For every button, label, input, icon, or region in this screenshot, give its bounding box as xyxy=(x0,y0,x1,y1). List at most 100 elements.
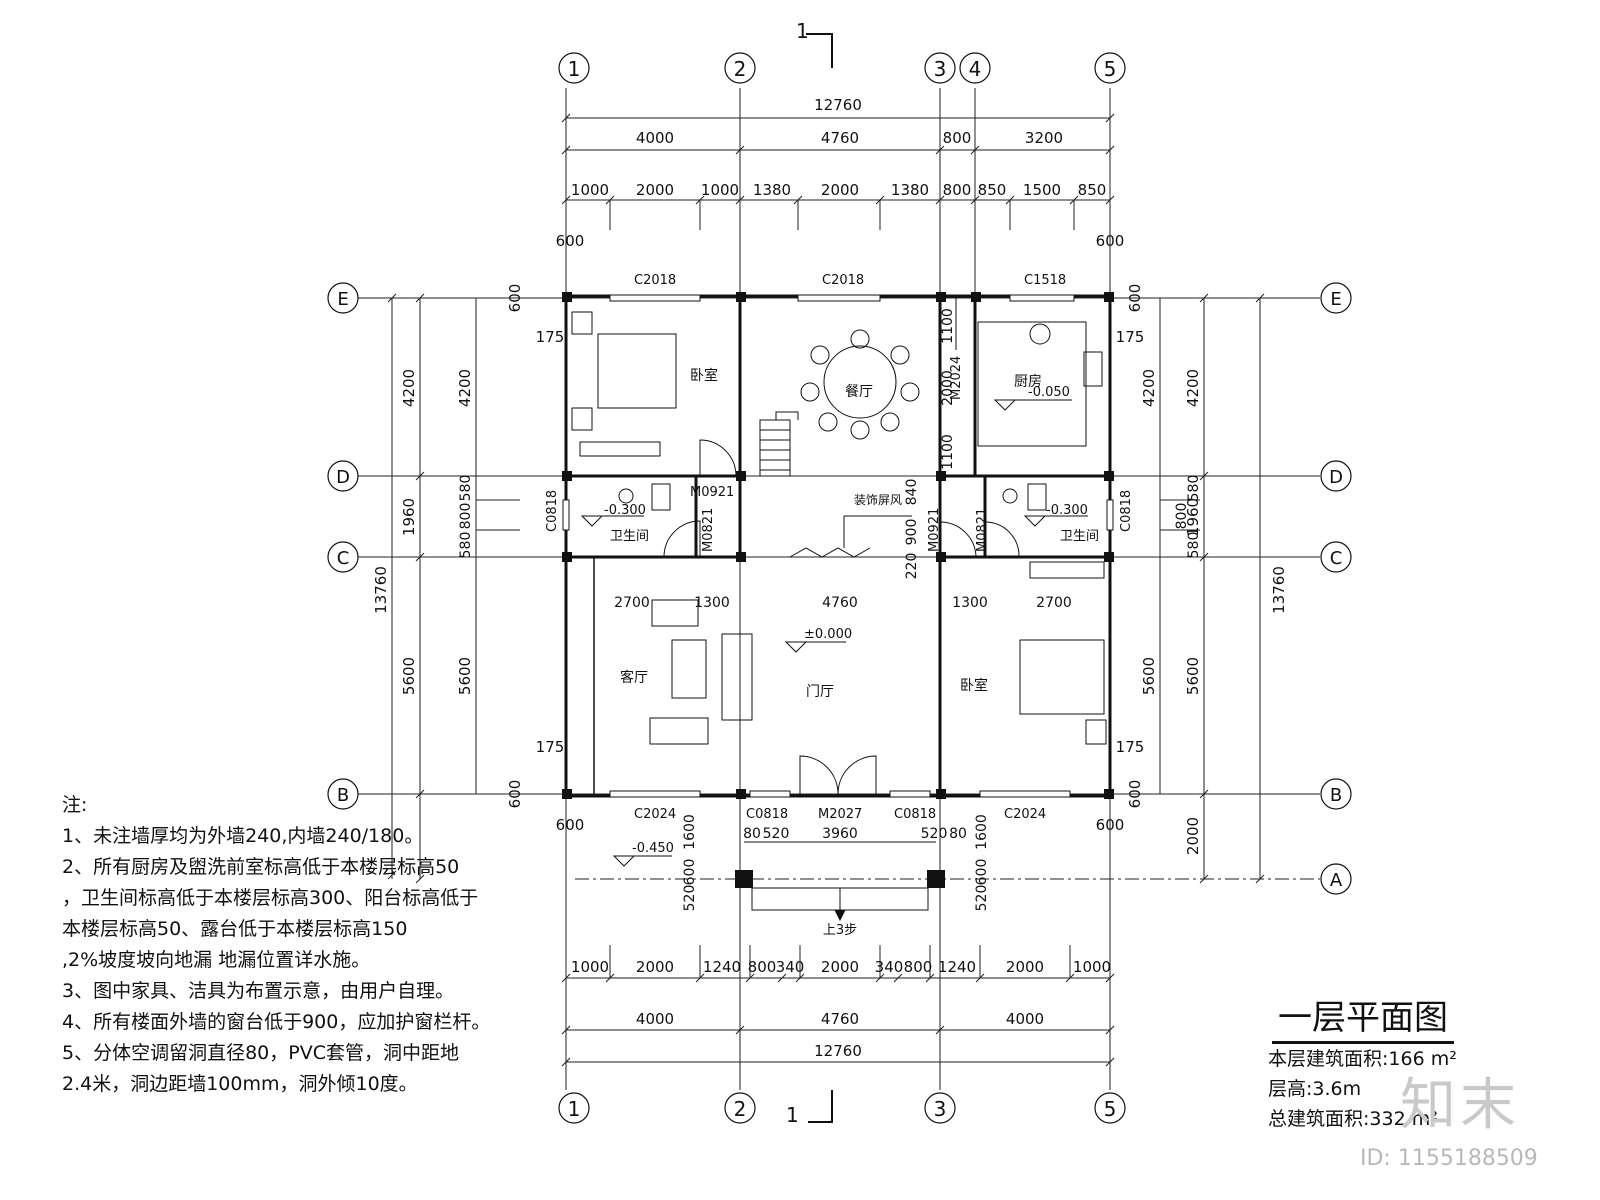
porch xyxy=(744,841,936,922)
svg-text:4760: 4760 xyxy=(821,129,859,147)
floor-height-label: 层高:3.6m xyxy=(1268,1078,1362,1100)
svg-text:2000: 2000 xyxy=(636,958,674,976)
vertical-small-dims: 1600 600 520 1600 600 520 1100 2000 1100… xyxy=(458,308,1202,911)
windows xyxy=(562,294,1114,798)
svg-text:13760: 13760 xyxy=(372,566,390,614)
svg-text:220: 220 xyxy=(904,553,920,580)
screen-label: 装饰屏风 xyxy=(854,493,902,507)
svg-text:C2018: C2018 xyxy=(822,273,864,288)
svg-text:600: 600 xyxy=(1096,232,1125,250)
svg-text:1: 1 xyxy=(568,1097,581,1121)
svg-text:580: 580 xyxy=(458,475,474,502)
svg-text:1600: 1600 xyxy=(682,814,698,850)
svg-text:5: 5 xyxy=(1104,57,1117,81)
coffee-table-icon xyxy=(671,639,707,699)
bed-icon xyxy=(1019,639,1105,715)
note-line: 本楼层标高50、露台低于本楼层标高150 xyxy=(62,918,408,940)
section-marker-bottom: 1 xyxy=(786,1090,833,1127)
svg-text:C: C xyxy=(337,548,350,569)
room-label-kitchen: 厨房 xyxy=(1014,374,1042,390)
svg-text:1: 1 xyxy=(786,1103,799,1127)
svg-text:2: 2 xyxy=(734,1097,747,1121)
svg-text:C2018: C2018 xyxy=(634,273,676,288)
area-stats: 本层建筑面积:166 m² 层高:3.6m 总建筑面积:332 m² xyxy=(1268,1044,1457,1134)
svg-text:12760: 12760 xyxy=(814,1042,862,1060)
note-line: 5、分体空调留洞直径80，PVC套管，洞中距地 xyxy=(62,1042,459,1064)
svg-text:4200: 4200 xyxy=(1184,369,1202,407)
svg-text:175: 175 xyxy=(536,328,565,346)
notes-heading: 注: xyxy=(62,794,88,816)
dimensions-top xyxy=(561,113,1115,230)
note-line: ,2%坡度坡向地漏 地漏位置详水施。 xyxy=(62,949,371,971)
svg-text:175: 175 xyxy=(536,738,565,756)
svg-text:4760: 4760 xyxy=(822,595,858,611)
svg-text:175: 175 xyxy=(1116,328,1145,346)
dimension-text-bottom: 1000 2000 1240 800 340 2000 340 800 1240… xyxy=(571,958,1111,1060)
axis-bubble-2-top: 2 xyxy=(724,52,756,84)
svg-text:600: 600 xyxy=(556,232,585,250)
svg-text:3: 3 xyxy=(934,57,947,81)
svg-text:B: B xyxy=(337,785,349,806)
svg-text:2: 2 xyxy=(734,57,747,81)
svg-text:C2024: C2024 xyxy=(634,807,676,822)
svg-text:4760: 4760 xyxy=(821,1010,859,1028)
svg-text:800: 800 xyxy=(943,181,972,199)
svg-text:800: 800 xyxy=(904,958,933,976)
svg-text:600: 600 xyxy=(556,816,585,834)
svg-text:-0.300: -0.300 xyxy=(604,503,646,518)
room-label-dining: 餐厅 xyxy=(845,384,873,400)
axis-bubble-2-bottom: 2 xyxy=(724,1092,756,1124)
note-line: 4、所有楼面外墙的窗台低于900，应加护窗栏杆。 xyxy=(62,1011,491,1033)
dimension-text-top: 12760 4000 4760 800 3200 1000 2000 1000 … xyxy=(556,96,1125,250)
toilet-icon xyxy=(1002,488,1018,504)
svg-text:1300: 1300 xyxy=(952,595,988,611)
inner-dimension-text: 2700 1300 4760 1300 2700 80 520 3960 520… xyxy=(614,595,1072,938)
svg-text:5600: 5600 xyxy=(456,657,474,695)
dimensions-sides xyxy=(387,293,1265,884)
svg-text:12760: 12760 xyxy=(814,96,862,114)
axis-bubble-E-left: E xyxy=(327,282,359,314)
axis-bubble-3-top: 3 xyxy=(924,52,956,84)
svg-text:850: 850 xyxy=(1078,181,1107,199)
doors xyxy=(663,298,1020,795)
axis-bubble-C-left: C xyxy=(327,541,359,573)
room-label-bath-1: 卫生间 xyxy=(610,529,649,544)
axis-bubble-D-right: D xyxy=(1320,460,1352,492)
svg-text:4000: 4000 xyxy=(636,1010,674,1028)
svg-text:±0.000: ±0.000 xyxy=(804,627,852,642)
dining-table-icon xyxy=(823,345,897,419)
svg-text:1960: 1960 xyxy=(400,498,418,536)
axis-bubble-3-bottom: 3 xyxy=(924,1092,956,1124)
svg-text:520: 520 xyxy=(763,826,790,842)
svg-text:C: C xyxy=(1330,548,1343,569)
section-marker-top: 1 xyxy=(796,19,833,68)
bed-icon xyxy=(597,333,677,409)
svg-text:800: 800 xyxy=(748,958,777,976)
room-label-bath-2: 卫生间 xyxy=(1060,529,1099,544)
svg-text:3: 3 xyxy=(934,1097,947,1121)
svg-text:5600: 5600 xyxy=(400,657,418,695)
svg-text:C1518: C1518 xyxy=(1024,273,1066,288)
sofa-icon xyxy=(721,633,753,721)
axis-bubble-B-left: B xyxy=(327,778,359,810)
svg-text:2000: 2000 xyxy=(821,181,859,199)
svg-text:520: 520 xyxy=(974,885,990,912)
svg-text:E: E xyxy=(1330,289,1341,310)
svg-text:M2024: M2024 xyxy=(949,356,964,400)
axis-bubbles: 1 2 3 4 5 1 2 3 5 E D C B E D C B A xyxy=(327,52,1352,1124)
svg-text:800: 800 xyxy=(1174,503,1190,530)
svg-text:80: 80 xyxy=(949,826,967,842)
columns xyxy=(562,292,1114,888)
svg-text:600: 600 xyxy=(682,859,698,886)
svg-text:M0821: M0821 xyxy=(975,508,990,552)
svg-text:1240: 1240 xyxy=(703,958,741,976)
level-markers xyxy=(580,399,1088,867)
svg-text:5600: 5600 xyxy=(1184,657,1202,695)
note-line: ，卫生间标高低于本楼层标高300、阳台标高低于 xyxy=(62,887,479,909)
svg-text:1380: 1380 xyxy=(891,181,929,199)
svg-text:4200: 4200 xyxy=(1140,369,1158,407)
svg-text:600: 600 xyxy=(506,284,524,313)
svg-text:1000: 1000 xyxy=(571,958,609,976)
svg-text:M0921: M0921 xyxy=(927,508,942,552)
note-line: 3、图中家具、洁具为布置示意，由用户自理。 xyxy=(62,980,455,1002)
